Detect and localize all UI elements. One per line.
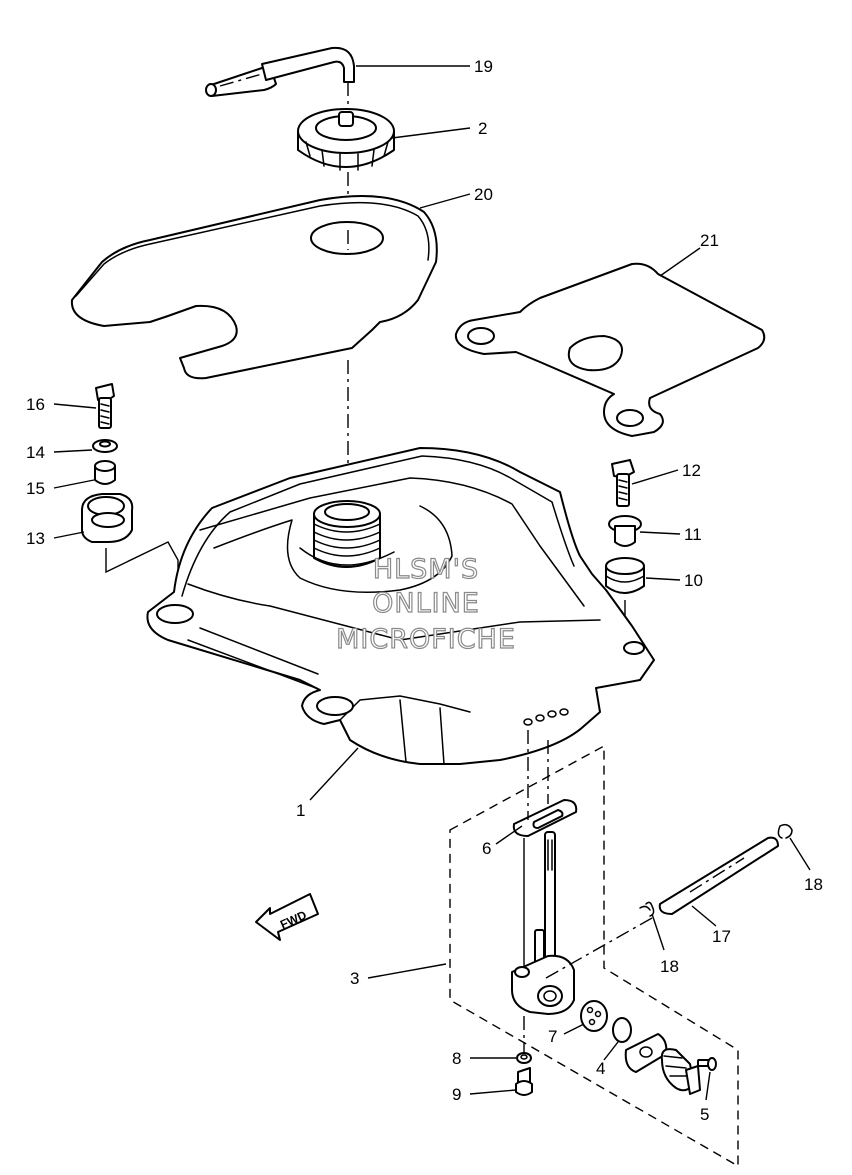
parts-8-9	[515, 1052, 533, 1096]
fwd-direction-arrow: FWD	[255, 893, 319, 941]
leader-lines	[53, 65, 811, 1101]
callout-11: 11	[684, 525, 702, 544]
part-6-gasket	[512, 730, 578, 837]
watermark-line-2: ONLINE	[372, 588, 480, 619]
fuel-cock-assembly-outline	[449, 744, 739, 1168]
callout-19: 19	[474, 57, 493, 76]
callout-17: 17	[712, 927, 731, 946]
watermark-line-1: HLSM'S	[373, 554, 479, 585]
part-1-fuel-tank	[146, 447, 655, 765]
callout-10: 10	[684, 571, 703, 590]
callout-21: 21	[700, 231, 719, 250]
callout-2: 2	[478, 119, 487, 138]
callout-18-lower: 18	[660, 957, 679, 976]
part-2-fuel-cap	[297, 108, 395, 240]
callout-6: 6	[482, 839, 491, 858]
part-21-heat-shield	[454, 262, 766, 437]
callout-5: 5	[700, 1105, 709, 1124]
callout-15: 15	[26, 479, 45, 498]
part-20-tank-pad	[70, 195, 438, 500]
callout-18-upper: 18	[804, 875, 823, 894]
right-mount-hardware	[605, 459, 645, 650]
callout-4: 4	[596, 1059, 605, 1078]
callout-3: 3	[350, 969, 359, 988]
left-mount-hardware	[81, 383, 179, 610]
parts-17-18-hose-clips	[639, 823, 793, 917]
callout-numbers: 19 2 20 21 16 14 15 13 12 11 10 1 6 3 7 …	[26, 57, 823, 1124]
callout-8: 8	[452, 1049, 461, 1068]
callout-20: 20	[474, 185, 493, 204]
callout-9: 9	[452, 1085, 461, 1104]
watermark: HLSM'S ONLINE MICROFICHE	[335, 553, 516, 655]
callout-16: 16	[26, 395, 45, 414]
part-19-breather-hose	[205, 46, 355, 110]
callout-14: 14	[26, 443, 45, 462]
part-3-fuel-cock	[511, 831, 653, 1052]
callout-12: 12	[682, 461, 701, 480]
callout-13: 13	[26, 529, 45, 548]
watermark-line-3: MICROFICHE	[336, 624, 516, 655]
callout-7: 7	[548, 1027, 557, 1046]
callout-1: 1	[296, 801, 305, 820]
parts-7-4-5	[580, 1000, 717, 1095]
